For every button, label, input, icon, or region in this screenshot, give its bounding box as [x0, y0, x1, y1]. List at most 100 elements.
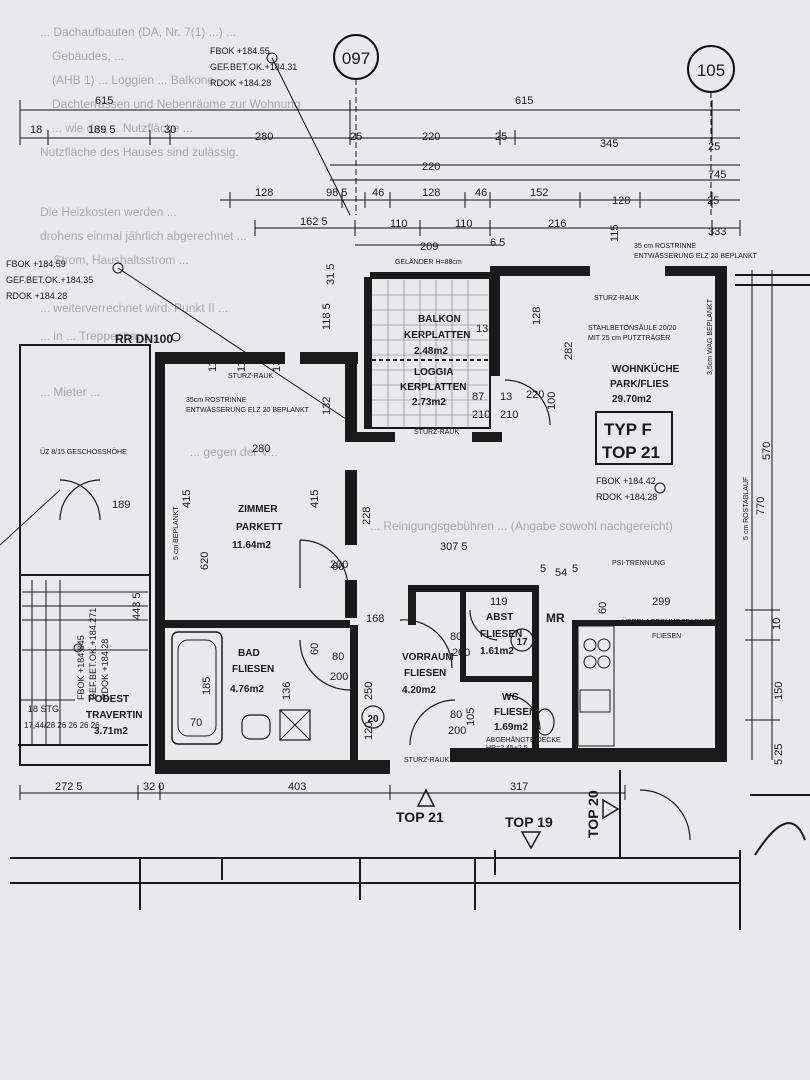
dim-620: 620 [199, 552, 211, 570]
rostrinne-top-label: 35 cm ROSTRINNE [634, 243, 697, 250]
sturz-rauk-label-2: STURZ-RAUK [414, 429, 459, 436]
level-stair-rdok: RDOK +184.28 [100, 639, 110, 700]
dim-80a: 80 [332, 651, 344, 663]
dim-128b: 128 [422, 187, 440, 199]
unit-type: TYP F [604, 420, 652, 439]
gelaender-label: GELÄNDER H=88cm [395, 258, 462, 266]
room-wohnkueche: WOHNKÜCHE PARK/FLIES 29.70m2 [610, 362, 680, 405]
dimension-texts-interior: 115 115 132 132 415 415 280 620 228 307 … [181, 307, 670, 740]
dim-299: 299 [652, 596, 670, 608]
dim-5b: 5 [572, 563, 578, 575]
room-abst-area: 1.61m2 [480, 646, 514, 657]
room-bad-area: 4.76m2 [230, 684, 264, 695]
dim-54: 54 [555, 567, 567, 579]
level-top-gef: GEF.BET.OK.+184.31 [210, 62, 297, 72]
dim-228: 228 [361, 507, 373, 525]
room-wc-area: 1.69m2 [494, 722, 528, 733]
stahlbetonsaeule-label: STAHLBETONSÄULE 20/20 [588, 324, 677, 332]
dim-105: 105 [465, 708, 477, 726]
dim-70: 70 [190, 717, 202, 729]
room-vorraum-name: VORRAUM [402, 652, 454, 663]
dim-136: 136 [281, 682, 293, 700]
dim-10: 10 [771, 618, 783, 630]
bg-line-11: ... in ... Treppenhaus ... [40, 329, 163, 343]
level-top-fbok: FBOK +184.55 [210, 46, 270, 56]
dim-2725: 272 5 [55, 781, 83, 793]
entry-top21-label: TOP 21 [396, 809, 444, 825]
beplankt-label: 5 cm BEPLANKT [173, 506, 180, 560]
room-podest-area: 3.71m2 [94, 726, 128, 737]
dim-3075: 307 5 [440, 541, 468, 553]
bg-line-13: ... Reinigungsgebühren ... (Angabe sowoh… [370, 519, 673, 533]
room-vorraum-area: 4.20m2 [402, 685, 436, 696]
room-zimmer: ZIMMER PARKETT 11.64m2 [232, 504, 282, 551]
room-vorraum: VORRAUM FLIESEN 4.20m2 [402, 652, 454, 696]
room-zimmer-area: 11.64m2 [232, 540, 271, 551]
svg-text:17: 17 [516, 637, 528, 648]
dim-317: 317 [510, 781, 528, 793]
bg-line-9: ... Strom, Haushaltsstrom ... [40, 253, 189, 267]
dim-1185: 118 5 [321, 303, 333, 330]
dim-46a: 46 [372, 187, 384, 199]
svg-text:20: 20 [367, 714, 379, 725]
hr-label: HR=2.45+2.5 [486, 745, 528, 752]
dim-280b: 280 [252, 443, 270, 455]
room-balkon-finish: KERPLATTEN [404, 330, 470, 341]
stairs-dims-label: 17,44/28 26 26 26 26 [24, 721, 100, 730]
dim-985: 98 5 [326, 187, 347, 199]
marker-20: 20 [361, 705, 385, 729]
level-left-fbok: FBOK +184.59 [6, 259, 66, 269]
entry-top20: TOP 20 [585, 790, 620, 838]
bg-line-6: Nutzfläche des Hauses sind zulässig. [40, 145, 239, 159]
room-abst: ABST FLIESEN 1.61m2 [480, 612, 522, 657]
level-stair: FBOK +184.845 GEF.BET.OK.+184.271 RDOK +… [73, 608, 110, 700]
bathtub [171, 631, 223, 745]
annotations: RR DN100 GELÄNDER H=88cm 35 cm ROSTRINNE… [24, 243, 758, 764]
svg-text:097: 097 [342, 49, 370, 68]
room-wohnkueche-finish: PARK/FLIES [610, 379, 669, 390]
marker-17: 17 [510, 628, 534, 652]
level-left: FBOK +184.59 GEF.BET.OK.+184.35 RDOK +18… [6, 259, 356, 426]
dim-250: 250 [363, 682, 375, 700]
room-wc-finish: FLIESEN [494, 707, 536, 718]
dim-615-left: 615 [95, 95, 113, 107]
entry-top19-label: TOP 19 [505, 814, 553, 830]
toilet [535, 708, 555, 736]
dim-152: 152 [530, 187, 548, 199]
stairs [20, 580, 148, 745]
dim-280: 280 [255, 131, 273, 143]
room-balkon-area: 2.48m2 [414, 346, 448, 357]
room-podest: PODEST TRAVERTIN 3.71m2 [86, 694, 142, 737]
dim-25a: 25 [350, 131, 362, 143]
dim-60b: 60 [309, 643, 321, 655]
dim-189: 189 [112, 499, 130, 511]
unit-top: TOP 21 [602, 443, 660, 462]
dim-65: 6 5 [490, 237, 505, 249]
entwaesserung-top-label: ENTWÄSSERUNG ELZ 20 BEPLANKT [634, 252, 758, 260]
dim-46b: 46 [475, 187, 487, 199]
dim-220c: 220 [526, 389, 544, 401]
dim-200d: 200 [448, 725, 466, 737]
bg-line-10: ... weiterverrechnet wird. Punkt II ... [40, 301, 228, 315]
room-balkon: BALKON KERPLATTEN 2.48m2 [404, 314, 470, 357]
axis-marker-105: 105 [687, 45, 735, 215]
dim-282: 282 [563, 342, 575, 360]
sturz-rauk-label-3: STURZ-RAUK [228, 373, 273, 380]
building-outline [10, 274, 810, 930]
dim-110b: 110 [455, 218, 473, 230]
dim-1625: 162 5 [300, 216, 328, 228]
dim-525: 5 25 [773, 744, 785, 765]
room-bad-finish: FLIESEN [232, 664, 274, 675]
dimension-texts-right: 570 770 10 150 5 25 [755, 442, 785, 765]
room-loggia: LOGGIA KERPLATTEN 2.73m2 [400, 367, 466, 408]
background-text: ... Dachaufbauten (DA, Nr. 7(1) ...) ...… [40, 25, 673, 533]
bg-line-14: ... gegen der V... [190, 445, 278, 459]
dim-570: 570 [761, 442, 773, 460]
dim-115a: 115 [609, 224, 621, 242]
kitchen [577, 625, 615, 747]
dimension-lines-top [19, 100, 741, 246]
dim-100: 100 [546, 392, 558, 410]
fliesen-note-label: FLIESEN [652, 633, 681, 640]
dim-220b: 220 [422, 161, 440, 173]
abgehaengte-label: ABGEHÄNGTE DECKE [486, 736, 561, 744]
